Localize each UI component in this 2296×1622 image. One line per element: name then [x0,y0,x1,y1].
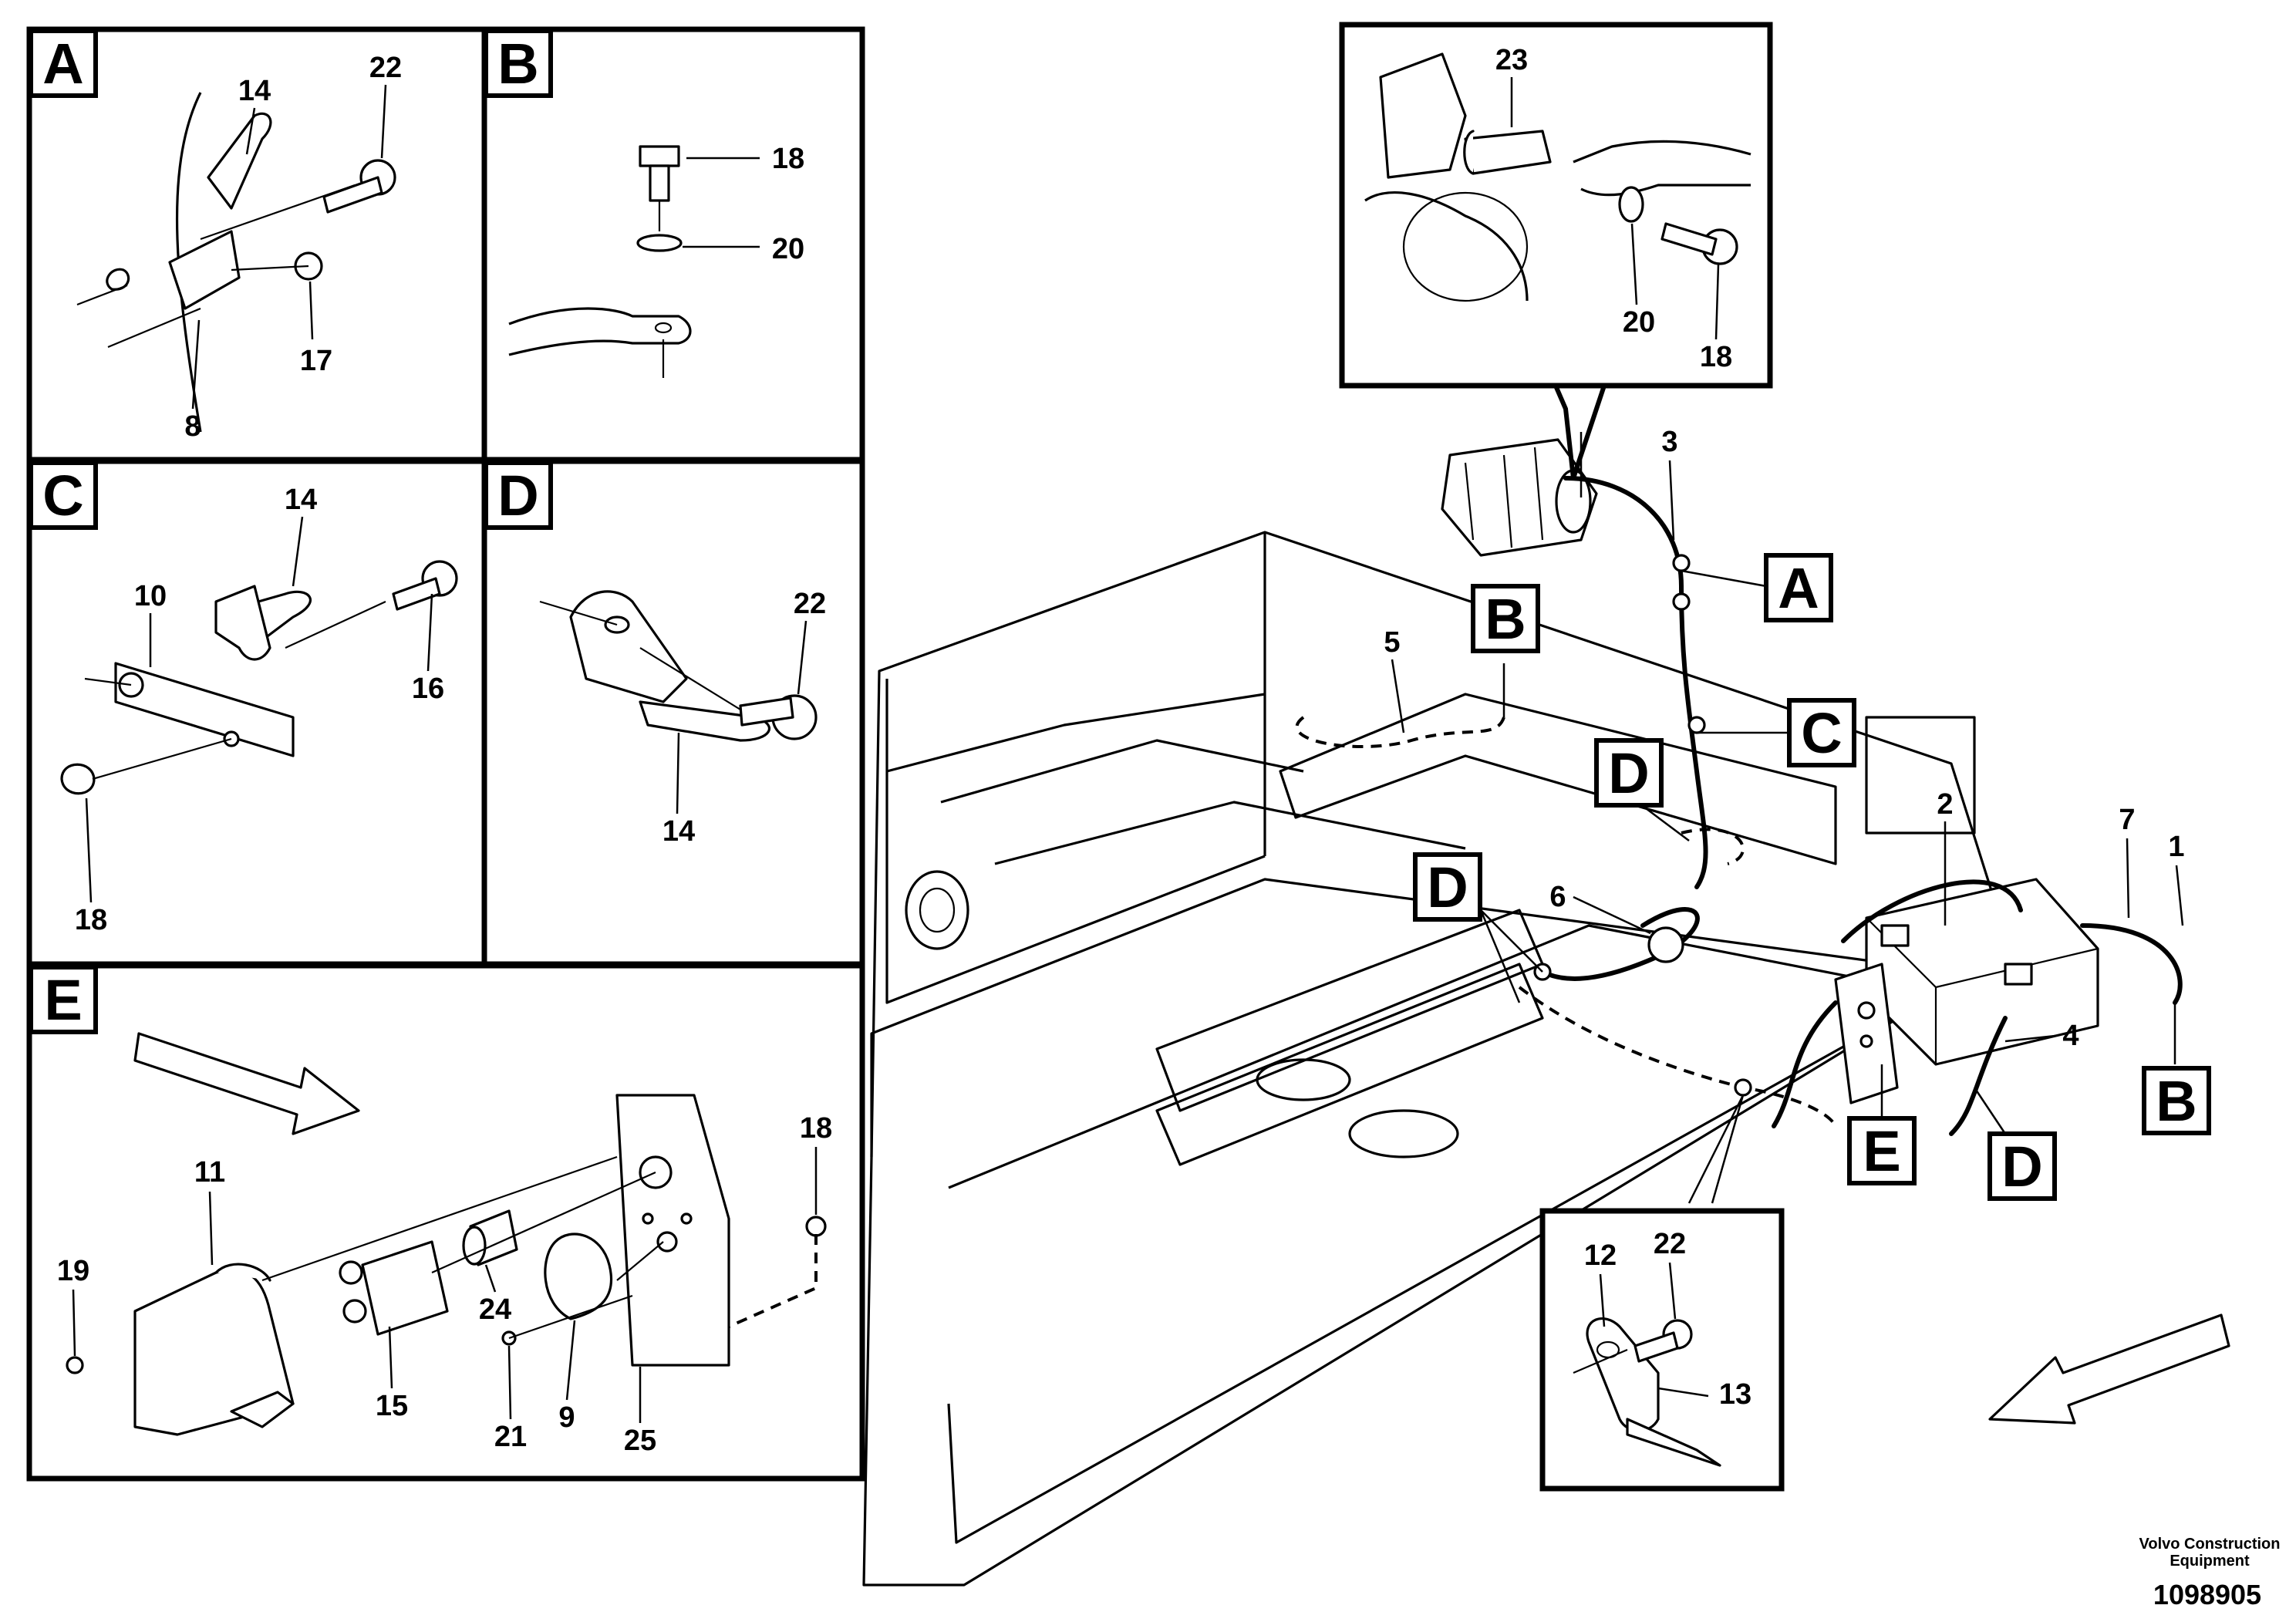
panel-e-callout-25: 25 [624,1425,656,1457]
panel-b-callout-18: 18 [772,143,804,175]
starter-motor-inset: 23 20 18 [1339,22,1773,479]
main-callout-3: 3 [1661,426,1677,458]
panel-c-callout-18: 18 [75,904,107,936]
panel-e-callout-19: 19 [57,1255,89,1287]
main-callout-7: 7 [2119,804,2135,836]
starter-inset-callout-23: 23 [1495,44,1528,76]
direction-arrow-icon [133,1032,360,1135]
panel-d-callout-22: 22 [794,588,826,620]
detail-panel-b: B 18 20 [481,26,865,463]
panel-c-callout-16: 16 [412,673,444,705]
clamp-inset-callout-13: 13 [1719,1378,1752,1411]
panel-c-tag: C [42,464,83,528]
main-callout-4: 4 [2062,1020,2079,1052]
credit-line-2: Equipment [2170,1553,2250,1570]
main-tag-d-upper: D [1608,741,1649,805]
panel-b-callout-20: 20 [772,233,804,265]
panel-c-callout-14: 14 [285,484,317,516]
main-tag-c: C [1801,701,1842,765]
detail-panel-e: E 11 19 15 24 21 9 25 18 [26,963,865,1482]
panel-e-callout-18: 18 [800,1112,832,1145]
credit-line-1: Volvo Construction [2139,1536,2281,1553]
clamp-inset-callout-12: 12 [1584,1239,1617,1272]
panel-e-callout-9: 9 [558,1401,575,1434]
panel-d-callout-14: 14 [663,815,695,848]
drawing-number: 1098905 [2153,1579,2261,1610]
main-tag-d-right: D [2001,1135,2042,1199]
main-assembly-view [862,432,2183,1587]
starter-inset-callout-20: 20 [1623,306,1655,339]
starter-inset-callout-18: 18 [1700,341,1732,373]
panel-e-callout-24: 24 [479,1293,511,1326]
main-callout-6: 6 [1549,881,1566,913]
main-tag-b-upper: B [1485,587,1526,651]
main-tag-b-lower: B [2156,1069,2197,1133]
main-callout-5: 5 [1384,626,1400,659]
panel-a-tag: A [42,32,83,96]
direction-arrow-icon [1988,1313,2230,1425]
clamp-inset: 12 22 13 [1539,1208,1785,1492]
panel-e-callout-11: 11 [194,1156,225,1189]
panel-d-tag: D [497,464,538,528]
panel-e-callout-21: 21 [494,1421,527,1453]
main-tag-d-left: D [1427,855,1468,919]
main-tag-a: A [1778,556,1819,620]
panel-a-callout-22: 22 [369,52,402,84]
panel-a-callout-17: 17 [300,345,332,377]
detail-panel-d: D 22 14 [481,458,865,967]
panel-a-callout-14: 14 [238,75,271,107]
panel-e-tag: E [44,968,82,1032]
clamp-inset-callout-22: 22 [1654,1228,1686,1260]
panel-c-callout-10: 10 [134,580,167,612]
panel-a-callout-8: 8 [184,410,201,443]
main-view-labels: 3 5 6 2 7 1 4 A B C D D D E B [1384,426,2211,1201]
panel-b-tag: B [497,32,538,96]
panel-e-callout-15: 15 [376,1390,408,1422]
main-tag-e: E [1863,1119,1900,1183]
main-callout-1: 1 [2168,831,2184,863]
detail-panel-a: A 14 22 17 8 [26,26,487,463]
detail-panel-c: C 14 10 16 18 [26,458,487,967]
main-callout-2: 2 [1937,788,1953,821]
